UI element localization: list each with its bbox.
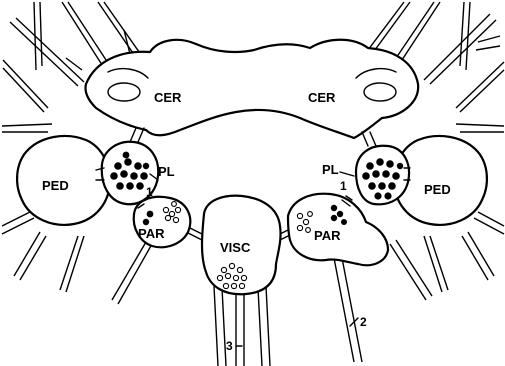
- nerve-left-4: [14, 232, 46, 280]
- nerve-par-right-down: [390, 240, 432, 300]
- label-nerve-3: 3: [226, 339, 233, 353]
- nerve-left-3: [2, 212, 34, 234]
- nerve-right-3: [474, 212, 504, 234]
- label-par-left: PAR: [138, 226, 165, 241]
- nerve-top-left-2: [34, 2, 42, 70]
- nerve-right-1: [456, 62, 504, 112]
- nerve-right-branch: [476, 36, 500, 50]
- label-ped-right: PED: [424, 182, 451, 197]
- nerve-3c: [258, 286, 270, 366]
- nerve-top-right-2: [460, 2, 470, 70]
- nerve-3a: [214, 286, 226, 366]
- label-cer-left: CER: [154, 90, 182, 105]
- nerve-left-5: [60, 236, 84, 292]
- label-pl-left: PL: [158, 164, 175, 179]
- label-visc: VISC: [220, 240, 251, 255]
- label-cer-right: CER: [308, 90, 336, 105]
- nerve-top-left-1: [10, 18, 84, 86]
- label-1-right: 1: [340, 179, 347, 193]
- label-1-left: 1: [146, 185, 153, 199]
- nerve-2: [334, 258, 362, 362]
- nerve-top-left-3: [62, 2, 110, 68]
- connective-pl-cer-right: [362, 132, 376, 146]
- pl-right-leader: [340, 172, 354, 176]
- nerve-right-2: [456, 124, 504, 132]
- nerve-3b: [236, 292, 244, 366]
- label-pl-right: PL: [322, 162, 339, 177]
- nerve-par-left-down: [112, 242, 152, 304]
- nerve-left-2: [2, 124, 52, 132]
- nerve-right-4: [462, 232, 494, 280]
- nerve-right-5: [424, 236, 448, 292]
- nerve-left-1: [3, 60, 48, 112]
- label-ped-left: PED: [42, 178, 69, 193]
- label-nerve-2: 2: [360, 315, 367, 329]
- label-par-right: PAR: [314, 228, 341, 243]
- cerebral-ganglia: [85, 40, 418, 138]
